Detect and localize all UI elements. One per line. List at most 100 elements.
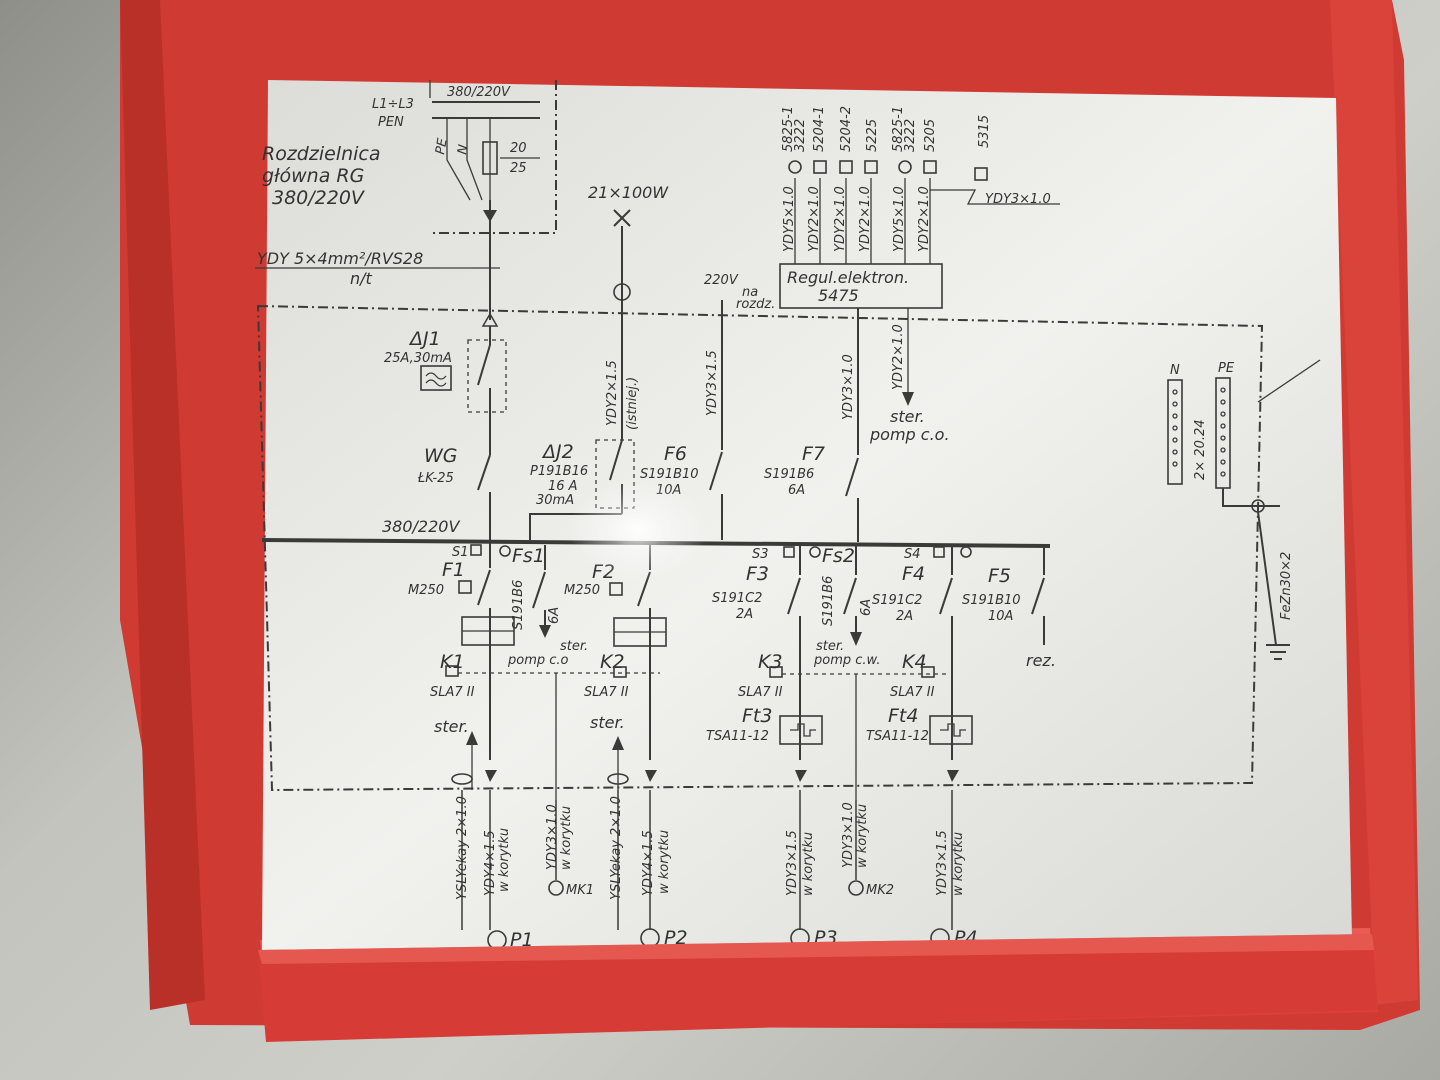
bottom-cable-8: YDY3×1.5 — [935, 830, 950, 896]
dj2-ma: 30mA — [536, 493, 574, 508]
sensor-extra-cable: YDY3×1.0 — [985, 192, 1051, 207]
pump-co-line1: ster. — [560, 639, 588, 654]
fs2-type: S191B6 — [821, 576, 836, 626]
ster-b-label: ster. — [590, 713, 625, 732]
s4-label: S4 — [904, 547, 921, 562]
bus-label: 380/220V — [382, 517, 460, 536]
aux-rozdz-label: rozdz. — [736, 297, 775, 312]
pump-cw-line1: ster. — [816, 639, 844, 654]
ster-a-label: ster. — [434, 717, 469, 736]
k3-type: SLA7 II — [738, 685, 783, 700]
sensor-5-code: 5825-1 — [891, 106, 906, 152]
sensor-1-sub: 3222 — [793, 119, 808, 152]
f4-type: S191C2 — [872, 593, 922, 608]
f7-cable: YDY3×1.0 — [841, 354, 856, 420]
f5-type: S191B10 — [962, 593, 1021, 608]
aux-cable: YDY3×1.5 — [705, 350, 720, 416]
sensor-5-sub: 3222 — [903, 119, 918, 152]
ft3-name: Ft3 — [742, 705, 772, 727]
k1-type: SLA7 II — [430, 685, 475, 700]
bottom-cable-3: YDY3×1.0 — [545, 804, 560, 870]
dj1-name: ΔJ1 — [408, 328, 441, 350]
bottom-cable-4: YSLYekay 2×1.0 — [609, 796, 624, 900]
ft4-type: TSA11-12 — [866, 729, 929, 744]
dj2-amps: 16 A — [548, 479, 578, 494]
pump-cw-line2: pomp c.w. — [813, 653, 880, 668]
panel-voltage-label: 380/220V — [272, 187, 366, 209]
f3-name: F3 — [746, 563, 769, 585]
reg-out-dest1: ster. — [890, 407, 925, 426]
bottom-cable-5-route: w korytku — [657, 830, 672, 894]
ft3-type: TSA11-12 — [706, 729, 769, 744]
feeder-route-label: n/t — [350, 269, 373, 288]
f5-note: rez. — [1026, 651, 1056, 670]
f7-amps: 6A — [788, 483, 805, 498]
f6-type: S191B10 — [640, 467, 699, 482]
motor-p1-label: P1 — [510, 929, 534, 951]
sensor-2-code: 5204-1 — [812, 106, 827, 152]
panel-name-label: Rozdzielnica — [262, 143, 381, 165]
supply-phases-label: L1÷L3 — [372, 97, 414, 112]
f7-type: S191B6 — [764, 467, 814, 482]
sensor-3-cable: YDY2×1.0 — [833, 186, 848, 252]
dj1-rating: 25A,30mA — [384, 351, 452, 366]
sensor-1-cable: YDY5×1.0 — [782, 186, 797, 252]
bottom-cable-2: YDY4×1.5 — [483, 830, 498, 896]
regulator-name-label: Regul.elektron. — [787, 268, 909, 287]
bottom-tape-highlight — [258, 934, 1374, 964]
flash-glare — [568, 478, 708, 582]
f4-amps: 2A — [896, 609, 913, 624]
k2-name: K2 — [600, 651, 625, 673]
earth-label: FeZn30×2 — [1279, 552, 1294, 620]
supply-pen-label: PEN — [378, 115, 404, 130]
pump-co-line2: pomp c.o — [507, 653, 569, 668]
mk1-label: MK1 — [566, 883, 594, 898]
mk2-label: MK2 — [866, 883, 894, 898]
wg-type: ŁK-25 — [417, 471, 454, 486]
bottom-cable-7: YDY3×1.0 — [841, 802, 856, 868]
supply-n-label: N — [455, 143, 472, 155]
fs2-amps: 6A — [859, 599, 874, 616]
k4-name: K4 — [902, 651, 927, 673]
f4-name: F4 — [902, 563, 925, 585]
bar-pe-label: PE — [1218, 361, 1235, 376]
f6-name: F6 — [664, 443, 687, 465]
aux-voltage-label: 220V — [704, 273, 739, 288]
sensor-5-cable: YDY5×1.0 — [892, 186, 907, 252]
fs1-type: S191B6 — [511, 580, 526, 630]
fs1-amps: 6A — [547, 607, 562, 624]
panel-subtitle-label: główna RG — [262, 165, 364, 187]
f1-name: F1 — [442, 559, 465, 581]
paper-sheet — [262, 80, 1352, 950]
bottom-tape-strip — [258, 934, 1378, 1042]
bottom-cable-8-route: w korytku — [951, 832, 966, 896]
bottom-cable-6-route: w korytku — [801, 832, 816, 896]
f2-type: M250 — [564, 583, 600, 598]
sensor-2-cable: YDY2×1.0 — [807, 186, 822, 252]
sensor-3-code: 5204-2 — [839, 106, 854, 152]
fuse-bottom-label: 25 — [510, 161, 527, 176]
k2-type: SLA7 II — [584, 685, 629, 700]
sensor-4-cable: YDY2×1.0 — [858, 186, 873, 252]
aux-na-label: na — [742, 285, 758, 300]
f1-type: M250 — [408, 583, 444, 598]
sensor-extra-code: 5315 — [977, 115, 992, 148]
wg-name: WG — [424, 445, 458, 467]
k4-type: SLA7 II — [890, 685, 935, 700]
sensor-4-code: 5225 — [865, 119, 880, 152]
f5-amps: 10A — [988, 609, 1013, 624]
reg-out-cable: YDY2×1.0 — [891, 324, 906, 390]
fuse-top-label: 20 — [510, 141, 527, 156]
sensor-6-cable: YDY2×1.0 — [917, 186, 932, 252]
ft4-name: Ft4 — [888, 705, 918, 727]
bottom-cable-3-route: w korytku — [559, 806, 574, 870]
f3-type: S191C2 — [712, 591, 762, 606]
bar-spec-label: 2× 20.24 — [1193, 419, 1208, 480]
reg-out-dest2: pomp c.o. — [869, 425, 950, 444]
supply-pe-label: PE — [433, 137, 451, 156]
fs2-name: Fs2 — [822, 545, 855, 567]
sensor-1-code: 5825-1 — [781, 106, 796, 152]
bottom-cable-6: YDY3×1.5 — [785, 830, 800, 896]
bottom-cable-1: YSLYekay 2×1.0 — [455, 796, 470, 900]
